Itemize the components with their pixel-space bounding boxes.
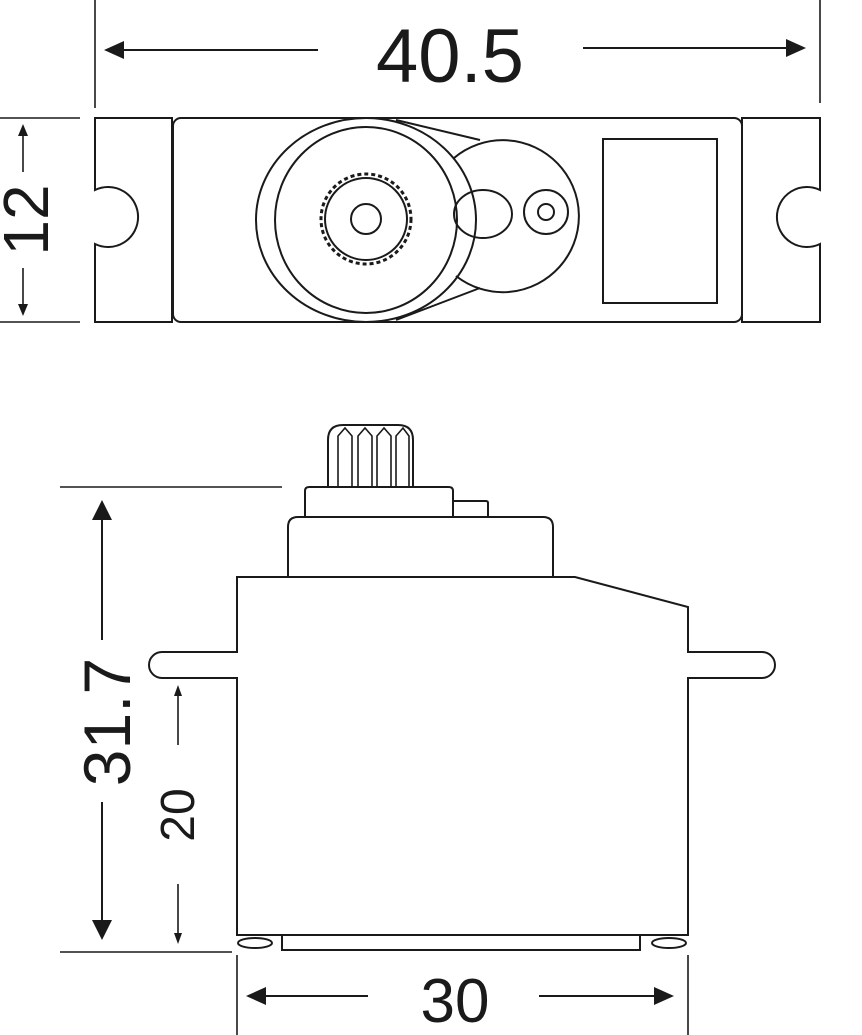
bottom-plate — [281, 934, 641, 951]
arrow-down-icon — [18, 304, 28, 316]
spline-teeth — [319, 172, 413, 266]
spline-ridge — [395, 426, 410, 487]
spline-outline — [327, 424, 414, 487]
spline-ridge — [376, 426, 392, 487]
cap-tab — [453, 500, 489, 517]
idler-shaft-outer — [523, 189, 569, 235]
arrow-right-icon — [786, 39, 806, 57]
arrow-up-icon — [174, 685, 182, 696]
spline-ridge — [357, 426, 373, 487]
upper-deck — [287, 516, 554, 577]
dimension-overall-length: 40.5 — [94, 0, 821, 108]
screw-head-right — [651, 937, 687, 949]
side-view: 31.7 20 30 — [60, 424, 776, 1035]
spline-root — [324, 177, 408, 261]
dimension-overall-height: 31.7 — [60, 486, 282, 953]
dimension-label-overall-length: 40.5 — [376, 14, 524, 99]
right-mounting-ear — [741, 117, 821, 323]
output-gear-inner-ring — [274, 126, 458, 314]
side-output-spline — [327, 424, 414, 487]
arrow-right-icon — [654, 987, 674, 1005]
gear-cap — [304, 486, 454, 517]
idler-shaft-inner — [537, 203, 555, 221]
dimension-label-overall-height: 31.7 — [70, 658, 144, 786]
gear-housing — [255, 117, 580, 323]
dimension-label-width: 12 — [0, 184, 62, 255]
arrow-up-icon — [92, 500, 112, 520]
top-view: 40.5 12 — [0, 0, 821, 323]
output-gear-outer-ring — [255, 117, 477, 323]
dimension-body-length: 30 — [236, 955, 689, 1035]
idler-gear-lobe — [453, 139, 580, 294]
dimension-label-body-length: 30 — [421, 967, 490, 1035]
spline-center-hole — [350, 203, 382, 235]
arrow-left-icon — [104, 41, 124, 59]
arrow-down-icon — [174, 933, 182, 944]
arrow-down-icon — [92, 920, 112, 940]
dimension-width: 12 — [0, 117, 80, 323]
label-window — [602, 138, 718, 304]
screw-head-left — [237, 937, 273, 949]
arrow-up-icon — [18, 124, 28, 136]
spline-ridge — [337, 426, 353, 487]
arrow-left-icon — [246, 987, 266, 1005]
left-mounting-ear — [94, 117, 173, 323]
dimension-label-mount-height: 20 — [152, 788, 205, 841]
output-spline — [319, 172, 413, 266]
servo-body-side — [148, 576, 776, 936]
dimension-mount-height: 20 — [152, 685, 205, 944]
housing-tangent-top — [395, 119, 481, 141]
idler-oval — [453, 189, 513, 239]
housing-tangent-bottom — [395, 287, 481, 321]
